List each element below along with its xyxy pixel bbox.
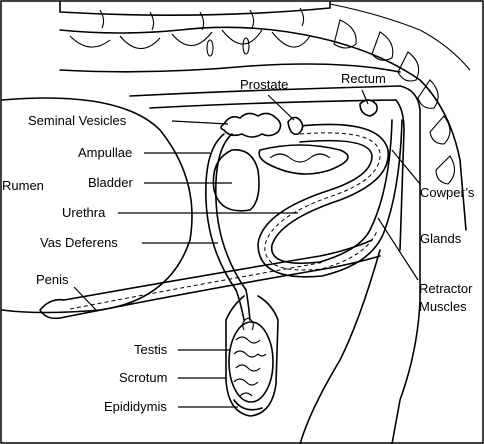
label-bladder: Bladder [88, 175, 133, 190]
vas-deferens [205, 133, 251, 321]
label-vas-deferens: Vas Deferens [40, 235, 118, 250]
label-prostate: Prostate [240, 77, 288, 92]
label-rumen: Rumen [2, 178, 44, 193]
label-seminal-vesicles: Seminal Vesicles [28, 113, 127, 128]
label-scrotum: Scrotum [119, 370, 167, 385]
label-cowpers-line1: Cowper’s [420, 185, 475, 200]
rumen-outline [1, 97, 193, 314]
label-cowpers-line2: Glands [420, 231, 462, 246]
labels: Prostate Rectum Seminal Vesicles Ampulla… [2, 71, 475, 414]
label-epididymis: Epididymis [104, 399, 167, 414]
leader-lines [73, 89, 421, 408]
body-contour [299, 249, 381, 444]
label-retractor-line1: Retractor [419, 281, 473, 296]
rectum-tube [129, 85, 421, 444]
label-rectum: Rectum [341, 71, 386, 86]
bladder-shape [212, 149, 260, 212]
glands [220, 99, 378, 138]
testis-scrotum [225, 295, 279, 417]
urethra-penis [39, 119, 403, 320]
label-retractor-line2: Muscles [419, 299, 467, 314]
spine-vertebrae [59, 1, 471, 231]
label-testis: Testis [134, 342, 168, 357]
label-ampullae: Ampullae [78, 145, 132, 160]
label-penis: Penis [36, 272, 69, 287]
label-urethra: Urethra [62, 205, 106, 220]
